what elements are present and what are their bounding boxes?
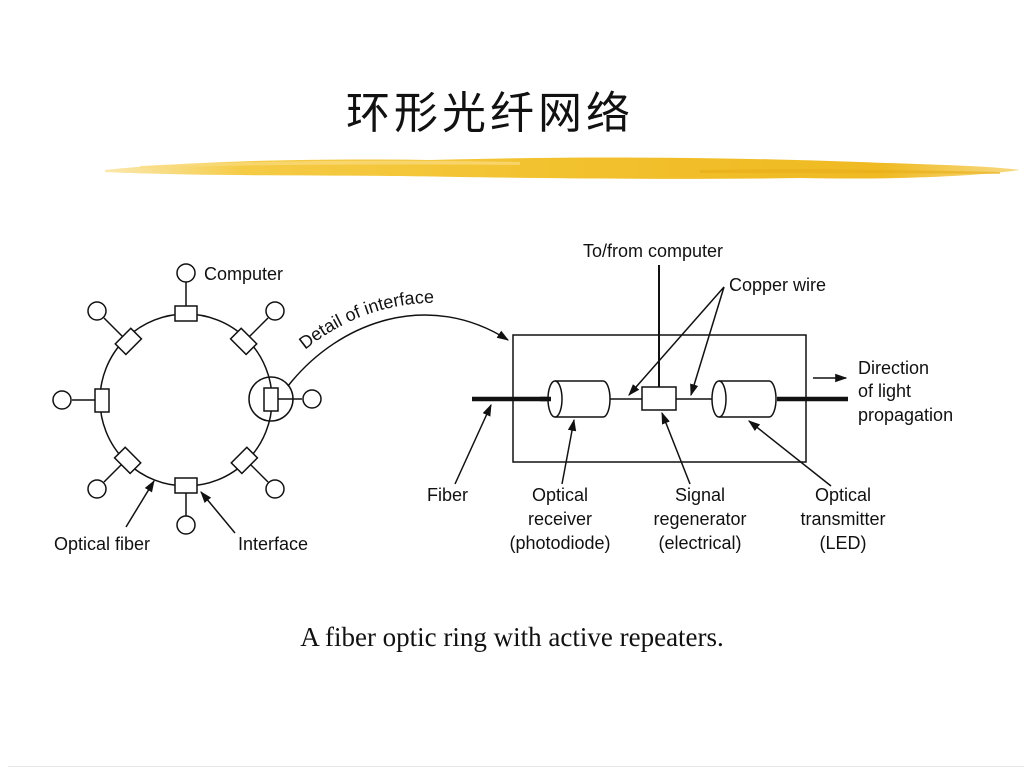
- transmitter-label-line3: (LED): [819, 533, 866, 553]
- interface-box: [174, 305, 198, 322]
- ring-node-left: [52, 388, 110, 413]
- receiver-label-line2: receiver: [528, 509, 592, 529]
- regenerator-label-line3: (electrical): [658, 533, 741, 553]
- optical-transmitter: [711, 380, 777, 418]
- optical-fiber-arrow: [125, 479, 155, 528]
- receiver-label-line1: Optical: [532, 485, 588, 505]
- fiber-label: Fiber: [427, 485, 468, 505]
- ring-node-bottom: [174, 477, 198, 535]
- optical-receiver: [540, 380, 611, 418]
- detail-link: Detail of interface: [287, 287, 510, 387]
- fiber-arrow: [454, 403, 492, 485]
- figure-caption: A fiber optic ring with active repeaters…: [300, 622, 724, 652]
- transmitter-label-line2: transmitter: [800, 509, 885, 529]
- interface-box: [174, 477, 198, 494]
- direction-label-line1: Direction: [858, 358, 929, 378]
- interface-detail: To/from computer Copper wire Direction o…: [427, 241, 953, 553]
- regenerator-arrow: [661, 411, 691, 485]
- title-underline-brush-stroke: [105, 157, 1020, 179]
- regenerator-label-line2: regenerator: [653, 509, 746, 529]
- interface-box: [263, 387, 279, 412]
- copper-wire-arrow-left: [628, 286, 725, 396]
- interface-label: Interface: [238, 534, 308, 554]
- interface-box: [229, 327, 258, 356]
- computer-icon: [265, 301, 285, 321]
- interface-box: [114, 327, 143, 356]
- footer-divider: [8, 766, 1024, 767]
- ring-node-top-left: [87, 301, 143, 356]
- interface-arrow: [200, 491, 236, 534]
- computer-label: Computer: [204, 264, 283, 284]
- ring-node-bottom-right: [230, 446, 285, 499]
- receiver-label-line3: (photodiode): [509, 533, 610, 553]
- receiver-arrow: [561, 418, 577, 485]
- regenerator-label-line1: Signal: [675, 485, 725, 505]
- signal-regenerator: [641, 386, 677, 411]
- ring-node-bottom-left: [87, 446, 142, 499]
- direction-label-line3: propagation: [858, 405, 953, 425]
- ring-network: Computer Optical fiber Interface: [52, 263, 322, 554]
- detail-of-interface-label: Detail of interface: [295, 287, 434, 353]
- computer-icon: [265, 479, 285, 499]
- direction-label-line2: of light: [858, 381, 911, 401]
- computer-icon: [87, 479, 107, 499]
- computer-icon: [302, 389, 322, 409]
- transmitter-arrow: [748, 420, 832, 487]
- interface-box: [94, 388, 110, 413]
- optical-fiber-label: Optical fiber: [54, 534, 150, 554]
- copper-wire-arrow-right: [690, 286, 725, 397]
- transmitter-label-line1: Optical: [815, 485, 871, 505]
- slide-title: 环形光纤网络: [346, 88, 634, 139]
- computer-icon: [176, 263, 196, 283]
- interface-box: [113, 446, 142, 475]
- interface-box: [230, 446, 259, 475]
- ring-node-right: [248, 376, 322, 422]
- to-from-computer-label: To/from computer: [583, 241, 723, 261]
- computer-icon: [176, 515, 196, 535]
- copper-wire-label: Copper wire: [729, 275, 826, 295]
- computer-icon: [87, 301, 107, 321]
- ring-node-top: [174, 263, 198, 322]
- computer-icon: [52, 390, 72, 410]
- ring-node-top-right: [229, 301, 285, 356]
